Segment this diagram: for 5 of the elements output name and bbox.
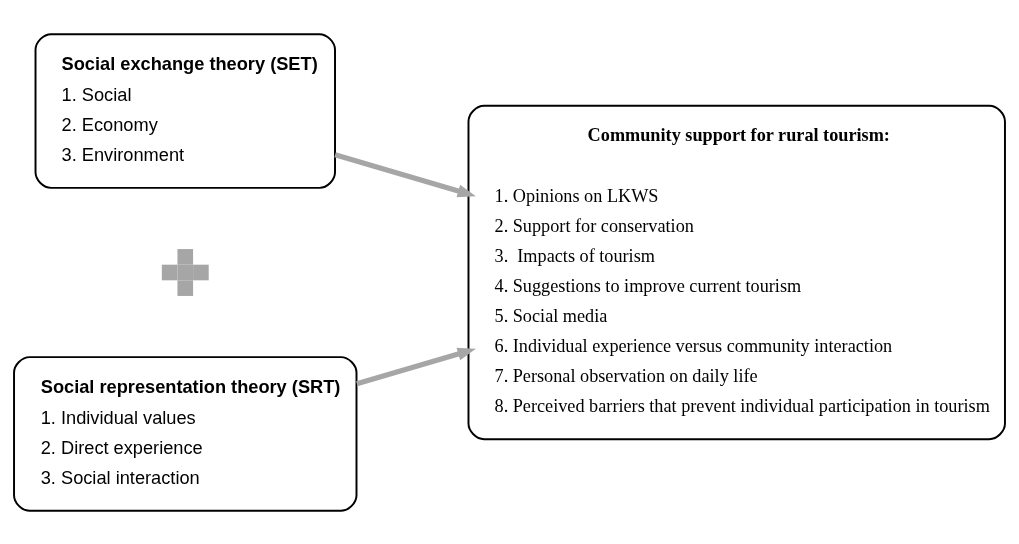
node-box: Social representation theory (SRT) 1. Individual values 2. Direct experience 3. Social interaction bbox=[13, 355, 358, 512]
arrow bbox=[356, 347, 476, 386]
node-box: Community support for rural tourism: 1. Opinions on LKWS 2. Support for conservation 3. Impacts of tourism 4. Suggestions to improve current tourism 5. Social media 6. Individual experience versus community interaction 7. Personal observation on daily life 8. Perceived barriers that prevent individual participation in tourism bbox=[467, 104, 1006, 440]
node-box: Social exchange theory (SET) 1. Social 2. Economy 3. Environment bbox=[34, 32, 336, 189]
arrow bbox=[334, 151, 476, 197]
